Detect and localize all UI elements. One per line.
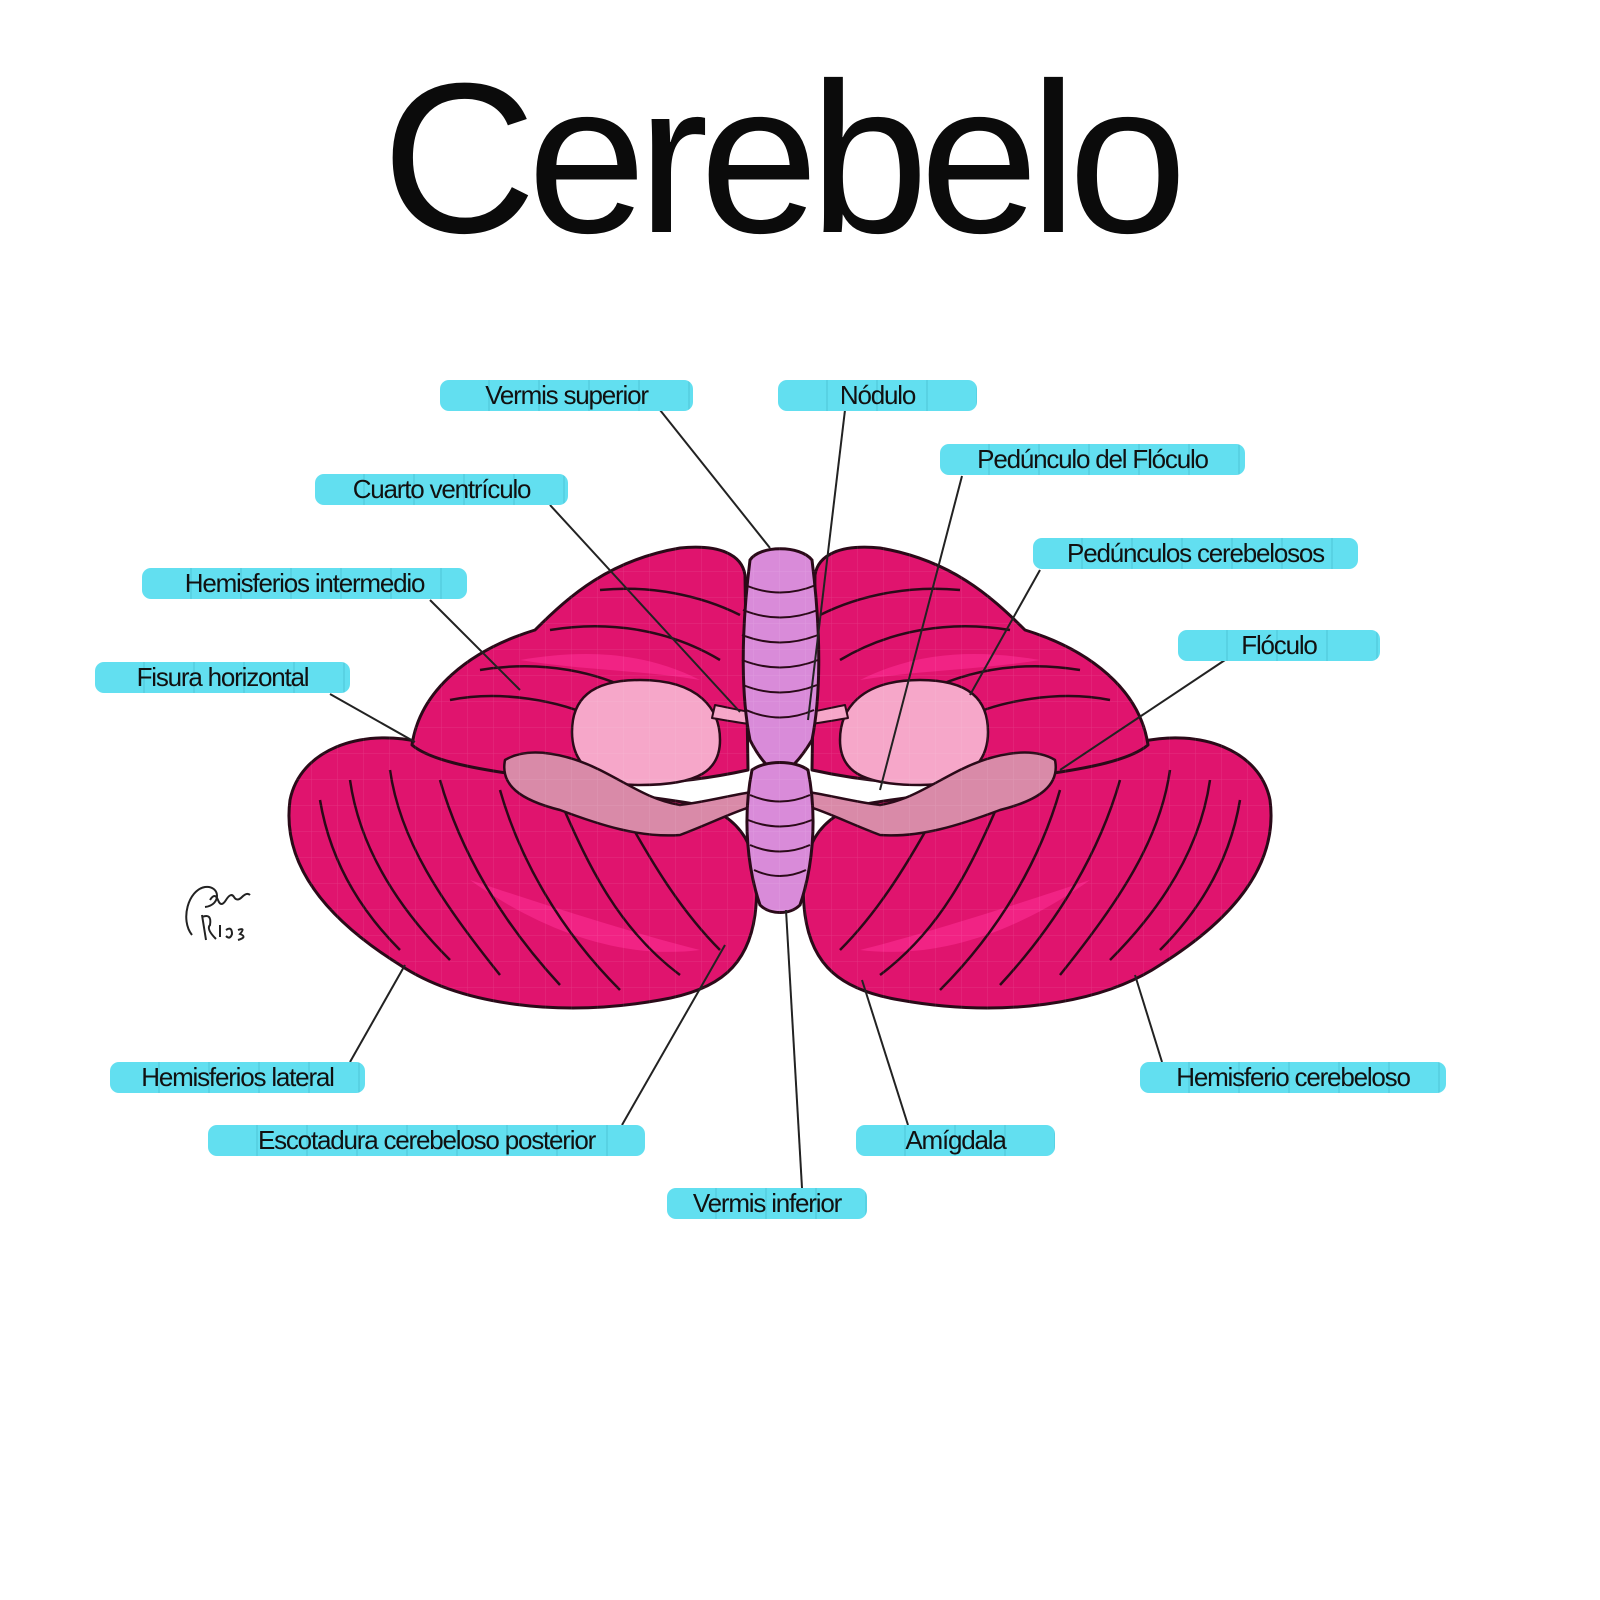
label-vermis-inferior: Vermis inferior	[667, 1188, 867, 1219]
label-hemisferios-lateral: Hemisferios lateral	[110, 1062, 365, 1093]
leader-lines	[329, 409, 1226, 1189]
label-hemisferio-cerebeloso: Hemisferio cerebeloso	[1140, 1062, 1446, 1093]
label-floculo: Flóculo	[1178, 630, 1380, 661]
label-vermis-superior: Vermis superior	[440, 380, 693, 411]
label-cuarto-ventriculo: Cuarto ventrículo	[315, 474, 568, 505]
label-hemisferios-intermedio: Hemisferios intermedio	[142, 568, 467, 599]
label-amigdala: Amígdala	[856, 1125, 1055, 1156]
label-fisura-horizontal: Fisura horizontal	[95, 662, 350, 693]
label-nodulo: Nódulo	[778, 380, 977, 411]
label-pedunculo-floculo: Pedúnculo del Flóculo	[940, 444, 1245, 475]
artist-signature	[185, 885, 251, 941]
page-title: Cerebelo	[381, 39, 1187, 278]
label-pedunculos-cerebelosos: Pedúnculos cerebelosos	[1033, 538, 1358, 569]
label-escotadura: Escotadura cerebeloso posterior	[208, 1125, 645, 1156]
